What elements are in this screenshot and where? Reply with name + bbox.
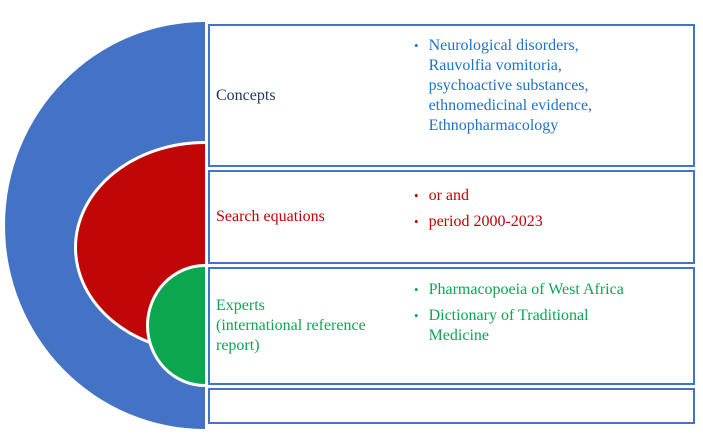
empty-row-label [210,390,406,422]
bullet-item: • or and [414,186,687,206]
concepts-label: Concepts [216,86,276,104]
bullet-item: • Neurological disorders, Rauvolfia vomi… [414,36,687,136]
bullet-item: • period 2000-2023 [414,212,687,232]
table-row-search-equations: Search equations • or and • period 2000-… [208,170,695,264]
bullet-item-text: or and [428,187,469,204]
bullet-item: • Pharmacopoeia of West Africa [414,280,687,300]
bullet-item: • Dictionary of Traditional Medicine [414,306,687,346]
bullet-icon: • [414,282,419,297]
concepts-bullet-list: • Neurological disorders, Rauvolfia vomi… [406,26,693,165]
experts-bullet-list: • Pharmacopoeia of West Africa • Diction… [406,269,693,383]
bullet-item-text: Neurological disorders, Rauvolfia vomito… [428,37,593,134]
bullet-icon: • [414,188,419,203]
experts-label: Experts (international reference report) [216,297,366,354]
bullet-icon: • [414,38,419,53]
bullet-item-text: Dictionary of Traditional Medicine [428,307,589,344]
table-row-empty [208,388,695,424]
table-row-experts: Experts (international reference report)… [208,267,695,385]
table-row-concepts: Concepts • Neurological disorders, Rauvo… [208,24,695,167]
bullet-icon: • [414,308,419,323]
bullet-icon: • [414,214,419,229]
bullet-item-text: period 2000-2023 [428,213,543,230]
search-equations-label: Search equations [216,208,325,225]
bullet-item-text: Pharmacopoeia of West Africa [428,281,624,298]
search-equations-bullet-list: • or and • period 2000-2023 [406,172,693,262]
